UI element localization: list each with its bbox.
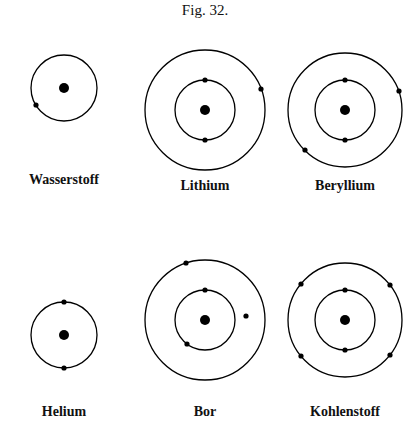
element-label: Beryllium <box>315 178 375 194</box>
element-label: Kohlenstoff <box>310 404 380 420</box>
element-label: Bor <box>194 404 217 420</box>
element-label: Wasserstoff <box>29 172 99 188</box>
element-label: Helium <box>42 404 86 420</box>
element-label: Lithium <box>180 178 229 194</box>
figure-title: Fig. 32. <box>182 2 228 19</box>
